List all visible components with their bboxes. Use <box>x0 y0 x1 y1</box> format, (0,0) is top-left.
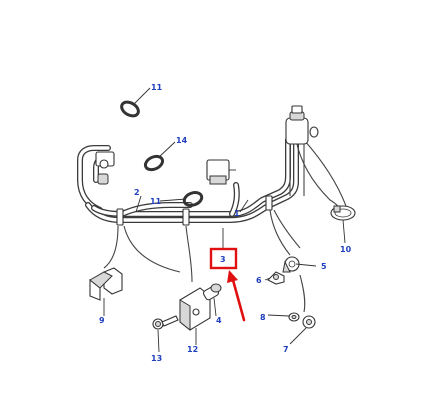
hose-clamp-10 <box>330 205 356 221</box>
callout-1: 1 <box>234 209 240 218</box>
bolt-13 <box>152 315 179 330</box>
callout-labels: 1 2 3 4 5 6 7 8 9 10 11 11 12 13 14 <box>99 83 352 363</box>
callout-4: 4 <box>216 316 222 325</box>
callout-9: 9 <box>99 316 105 325</box>
highlight-box <box>209 247 238 270</box>
callout-7: 7 <box>283 345 289 354</box>
highlight-arrow <box>227 270 246 322</box>
sensor-block <box>95 151 115 185</box>
clip-6 <box>267 271 285 285</box>
callout-13: 13 <box>151 354 162 363</box>
callout-6: 6 <box>256 276 262 285</box>
washer-8 <box>288 312 300 322</box>
nut-7 <box>302 315 316 329</box>
o-ring-11-upper <box>120 100 140 118</box>
callout-11-upper: 11 <box>151 83 163 92</box>
o-ring-11-lower <box>182 191 204 207</box>
callout-2: 2 <box>134 188 140 197</box>
callout-14: 14 <box>176 136 188 145</box>
callout-11-lower: 11 <box>150 197 162 206</box>
leader-lines <box>103 87 346 353</box>
connector-block <box>206 159 236 185</box>
callout-10: 10 <box>340 245 352 254</box>
callout-5: 5 <box>321 262 327 271</box>
callout-8: 8 <box>260 313 266 322</box>
o-ring-14 <box>143 154 165 172</box>
clip-5 <box>282 256 300 273</box>
bracket-9 <box>89 267 123 301</box>
callout-12: 12 <box>187 345 198 354</box>
callout-3: 3 <box>220 255 226 264</box>
bracket-12 <box>179 287 211 332</box>
grommet-4 <box>202 283 222 301</box>
reservoir <box>285 105 319 196</box>
pipe-harness <box>77 137 347 313</box>
